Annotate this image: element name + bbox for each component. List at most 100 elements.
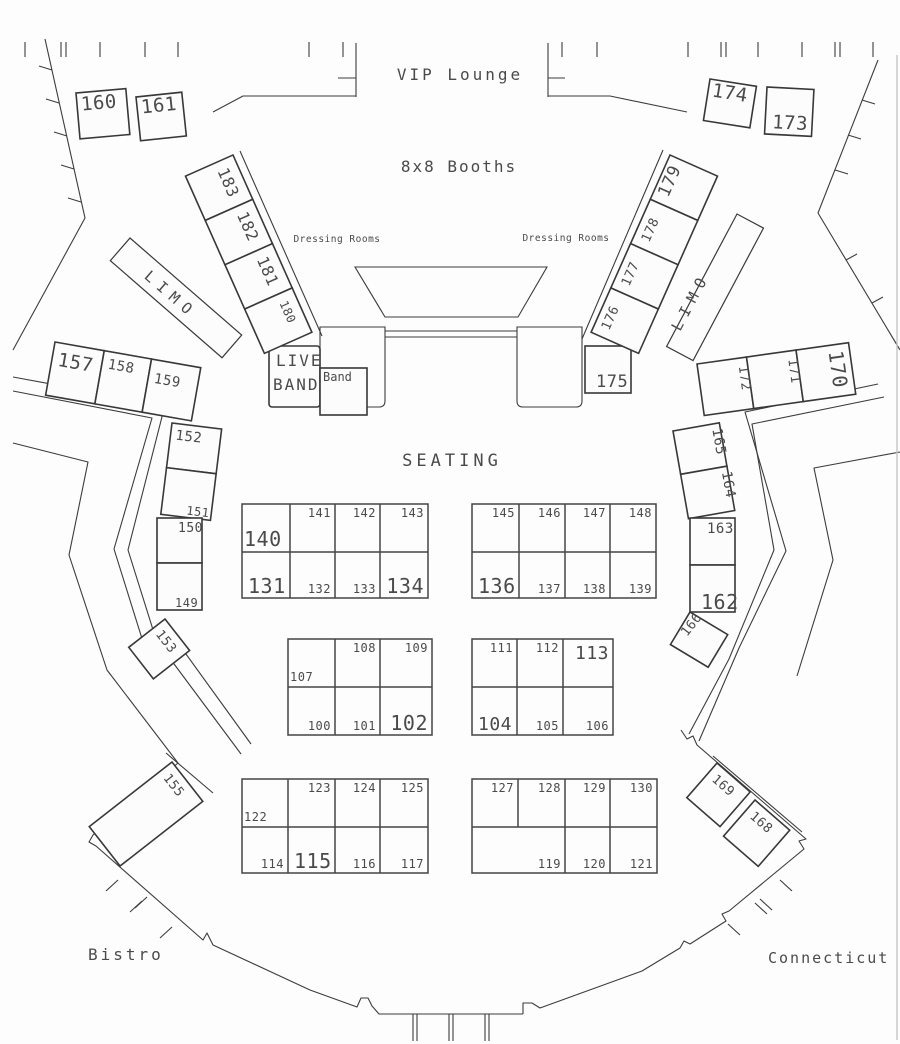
wall-tick <box>759 898 773 911</box>
wall-tick <box>38 65 53 71</box>
wall-tick <box>861 99 876 105</box>
booth-label-175: 175 <box>596 372 628 392</box>
booth-150[interactable] <box>156 517 203 564</box>
booth-169[interactable] <box>685 761 752 828</box>
table-label-117: 117 <box>401 857 424 871</box>
wall-tick <box>834 169 849 175</box>
wall-vip-right-bracket <box>547 43 688 113</box>
booth-label-150: 150 <box>178 521 203 536</box>
booth-group: 175 <box>584 345 632 394</box>
live-band-label-1: LIVE <box>276 351 323 370</box>
table-label-109: 109 <box>405 641 428 655</box>
table-label-106: 106 <box>586 719 609 733</box>
table-label-143: 143 <box>401 506 424 520</box>
band-box[interactable] <box>319 367 368 416</box>
wall-vip-left-bracket <box>212 43 357 113</box>
wall-155-edge <box>165 752 214 794</box>
stage-leg-right <box>516 326 583 408</box>
wall-right-inner-2 <box>688 396 885 735</box>
booth-label-164: 164 <box>718 470 738 499</box>
booth-label-163: 163 <box>707 521 734 537</box>
booth-173[interactable] <box>763 86 815 138</box>
table-label-140: 140 <box>244 527 282 551</box>
table-label-116: 116 <box>353 857 376 871</box>
booth-170[interactable] <box>795 341 857 403</box>
table-label-146: 146 <box>538 506 561 520</box>
connecticut-label: Connecticut <box>768 949 889 967</box>
wall-left-outer <box>12 442 523 1015</box>
wall-tick <box>845 253 858 261</box>
booth-175[interactable] <box>584 345 632 394</box>
grid-frame <box>471 503 657 599</box>
stage-catwalk <box>385 330 517 338</box>
wall-tick <box>134 896 148 909</box>
wall-right-outer <box>796 451 900 677</box>
band-label: Band <box>323 370 352 384</box>
booth-163[interactable] <box>689 517 736 566</box>
booth-164[interactable] <box>679 465 736 520</box>
booth-group: 168 <box>722 798 791 868</box>
booth-166[interactable] <box>669 610 729 669</box>
table-label-102: 102 <box>390 711 428 735</box>
booth-group <box>590 153 719 355</box>
booth-label-165: 165 <box>708 427 728 456</box>
wall-tick <box>871 296 884 304</box>
booth-label-149: 149 <box>175 596 198 610</box>
wall-top-left <box>12 38 86 351</box>
booth-149[interactable] <box>156 562 203 611</box>
booth-group: 161 <box>135 91 188 142</box>
dressing-rooms-left-label: Dressing Rooms <box>293 234 380 245</box>
limo-ramp-left[interactable]: LIMO <box>109 237 243 359</box>
table-label-105: 105 <box>536 719 559 733</box>
table-label-104: 104 <box>478 714 512 735</box>
booth-160[interactable] <box>75 87 131 140</box>
booth-155[interactable] <box>88 760 204 868</box>
wall-tick <box>159 926 173 939</box>
wall-tick <box>727 923 741 936</box>
booth-label-159: 159 <box>153 371 182 391</box>
wall-tick <box>60 164 75 170</box>
booth-group: 153 <box>127 617 191 680</box>
table-label-114: 114 <box>261 857 284 871</box>
booths-8x8-label: 8x8 Booths <box>401 157 517 176</box>
table-label-133: 133 <box>353 582 376 596</box>
table-label-148: 148 <box>629 506 652 520</box>
table-label-107: 107 <box>290 670 313 684</box>
booth-group: 174 <box>702 78 758 129</box>
table-label-130: 130 <box>630 781 653 795</box>
booth-174[interactable] <box>702 78 758 129</box>
table-label-139: 139 <box>629 582 652 596</box>
vip-lounge-label: VIP Lounge <box>397 65 523 84</box>
booth-161[interactable] <box>135 91 188 142</box>
booth-176[interactable] <box>590 286 660 355</box>
walls-layer <box>12 38 900 1041</box>
wall-tick <box>45 98 60 104</box>
booth-159[interactable] <box>141 358 202 422</box>
bistro-label: Bistro <box>88 945 164 964</box>
booth-168[interactable] <box>722 798 791 868</box>
table-label-120: 120 <box>583 857 606 871</box>
table-label-111: 111 <box>490 641 513 655</box>
table-label-129: 129 <box>583 781 606 795</box>
booth-group <box>669 610 729 669</box>
booth-180[interactable] <box>243 286 313 355</box>
wall-left-inner-2 <box>12 390 153 662</box>
booth-group: 169 <box>685 761 752 828</box>
table-label-127: 127 <box>491 781 514 795</box>
booth-162[interactable] <box>689 564 736 613</box>
live-band-label-2: BAND <box>273 375 320 394</box>
table-label-100: 100 <box>308 719 331 733</box>
booth-153[interactable] <box>127 617 191 680</box>
booth-label-173: 173 <box>772 111 809 135</box>
table-label-131: 131 <box>248 574 286 598</box>
table-label-134: 134 <box>386 574 424 598</box>
